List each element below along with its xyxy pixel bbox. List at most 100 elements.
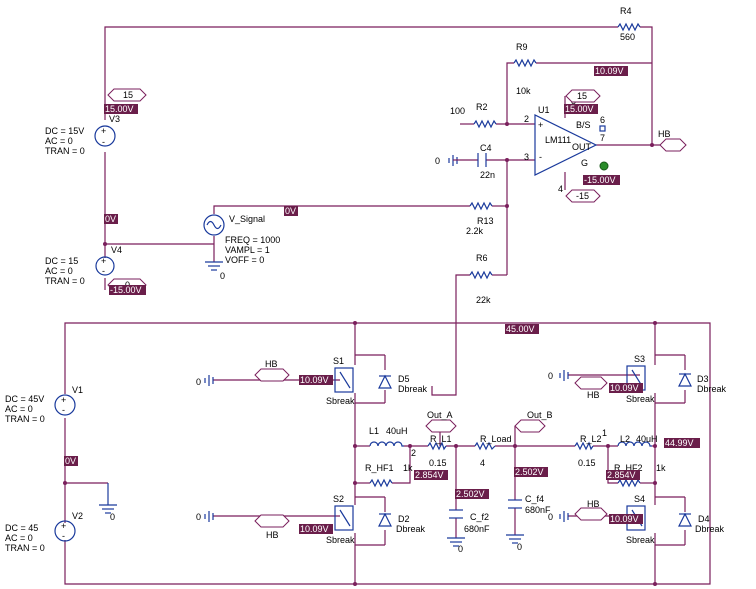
svg-text:R_L1: R_L1 [430, 434, 452, 444]
svg-text:D3: D3 [697, 374, 709, 384]
flag-hb-s1: HB [254, 359, 290, 382]
svg-text:-15: -15 [576, 191, 589, 201]
flag-out-b: Out_B [514, 410, 553, 433]
resistor-r2: R2 100 [450, 102, 497, 129]
svg-text:0: 0 [548, 371, 553, 381]
svg-text:D4: D4 [698, 514, 710, 524]
voltage-s3-ctrl: 10.09V [609, 383, 643, 393]
svg-text:-: - [62, 405, 65, 415]
control-wires [104, 26, 670, 396]
svg-text:HB: HB [587, 390, 600, 400]
svg-text:15: 15 [577, 91, 587, 101]
svg-text:AC = 0: AC = 0 [45, 136, 73, 146]
voltage-signal-out: 0V [284, 206, 298, 216]
voltage-s1-ctrl: 10.09V [299, 375, 333, 385]
resistor-r4: R4 560 [617, 6, 641, 42]
svg-text:D2: D2 [398, 514, 410, 524]
svg-text:-: - [62, 531, 65, 541]
svg-text:7: 7 [600, 133, 605, 143]
opamp-u1: U1 LM111 OUT B/S + - 2 3 4 7 6 8 G [524, 96, 609, 194]
svg-text:R6: R6 [476, 253, 488, 263]
svg-text:L2: L2 [620, 434, 630, 444]
svg-text:C4: C4 [480, 143, 492, 153]
inductor-l1: L1 40uH 2 [369, 426, 416, 458]
svg-text:680nF: 680nF [525, 505, 551, 515]
svg-text:DC = 45: DC = 45 [5, 523, 38, 533]
svg-text:C_f4: C_f4 [525, 494, 544, 504]
resistor-r6: R6 22k [469, 253, 493, 305]
svg-text:Sbreak: Sbreak [626, 394, 655, 404]
source-v2: + - V2 DC = 45 AC = 0 TRAN = 0 [5, 511, 83, 553]
svg-text:HB: HB [658, 129, 671, 139]
svg-text:D5: D5 [398, 374, 410, 384]
svg-text:0: 0 [517, 542, 522, 552]
svg-text:AC = 0: AC = 0 [5, 533, 33, 543]
svg-text:V4: V4 [111, 245, 122, 255]
svg-text:2: 2 [411, 448, 416, 458]
ground-s1: 0 [196, 375, 214, 387]
svg-text:2.502V: 2.502V [515, 467, 544, 477]
svg-text:0: 0 [458, 544, 463, 554]
resistor-rhf2: R_HF2 1k [614, 463, 666, 488]
switch-s3: S3 Sbreak [626, 354, 655, 404]
voltage-out-b: 2.502V [514, 467, 548, 477]
svg-text:TRAN = 0: TRAN = 0 [45, 276, 85, 286]
voltage-bus45: 45.00V [505, 324, 539, 334]
svg-text:AC = 0: AC = 0 [45, 266, 73, 276]
svg-text:V1: V1 [72, 385, 83, 395]
svg-text:AC = 0: AC = 0 [5, 404, 33, 414]
svg-text:TRAN = 0: TRAN = 0 [5, 543, 45, 553]
source-vsignal: V_Signal FREQ = 1000 VAMPL = 1 VOFF = 0 [203, 214, 280, 265]
svg-text:22n: 22n [480, 170, 495, 180]
inductor-l2: L2 40uH 1 [602, 428, 658, 447]
ground-s3: 0 [548, 370, 569, 381]
voltage-left-mid: 2.854V [414, 470, 448, 480]
flag-hb-s2: HB [254, 514, 290, 540]
svg-text:15: 15 [123, 90, 133, 100]
svg-text:10k: 10k [516, 86, 531, 96]
svg-text:0: 0 [196, 512, 201, 522]
svg-text:VAMPL = 1: VAMPL = 1 [225, 245, 270, 255]
svg-text:S3: S3 [634, 354, 645, 364]
svg-text:0V: 0V [285, 206, 296, 216]
voltage-v1v2-mid: 0V [64, 456, 78, 466]
svg-text:V_Signal: V_Signal [229, 214, 265, 224]
switch-s2: S2 Sbreak [326, 494, 355, 545]
svg-text:Sbreak: Sbreak [326, 396, 355, 406]
svg-text:S1: S1 [333, 356, 344, 366]
svg-text:HB: HB [265, 359, 278, 369]
svg-text:-15.00V: -15.00V [584, 175, 616, 185]
bridge-wires [64, 322, 711, 585]
svg-text:-: - [102, 137, 105, 147]
svg-text:S2: S2 [333, 494, 344, 504]
svg-text:0: 0 [548, 512, 553, 522]
ground-v1v2: 0 [99, 483, 117, 522]
svg-text:U1: U1 [538, 105, 550, 115]
svg-text:100: 100 [450, 106, 465, 116]
voltage-gnd-mid: 0V [104, 214, 118, 224]
svg-text:10.09V: 10.09V [610, 514, 639, 524]
svg-text:1k: 1k [403, 463, 413, 473]
voltage-r4-node: 10.09V [594, 66, 628, 76]
svg-text:R2: R2 [476, 102, 488, 112]
svg-text:TRAN = 0: TRAN = 0 [45, 146, 85, 156]
svg-text:HB: HB [266, 530, 279, 540]
diode-d4: D4 Dbreak [678, 512, 725, 534]
capacitor-cf4: C_f4 680nF [508, 494, 551, 515]
svg-text:HB: HB [587, 499, 600, 509]
ground-cf4: 0 [506, 534, 524, 552]
svg-text:0.15: 0.15 [429, 458, 447, 468]
resistor-r13: R13 2.2k [466, 201, 494, 236]
flag-out-a: Out_A [425, 410, 457, 433]
svg-text:L1: L1 [369, 426, 379, 436]
flag-hb-s4: HB [574, 499, 608, 521]
svg-text:Sbreak: Sbreak [626, 535, 655, 545]
svg-text:2.502V: 2.502V [456, 489, 485, 499]
svg-text:Dbreak: Dbreak [697, 384, 727, 394]
svg-text:S4: S4 [634, 494, 645, 504]
svg-text:+: + [61, 395, 66, 405]
svg-text:VOFF = 0: VOFF = 0 [225, 255, 264, 265]
svg-text:-: - [102, 266, 105, 276]
svg-text:R4: R4 [620, 6, 632, 16]
